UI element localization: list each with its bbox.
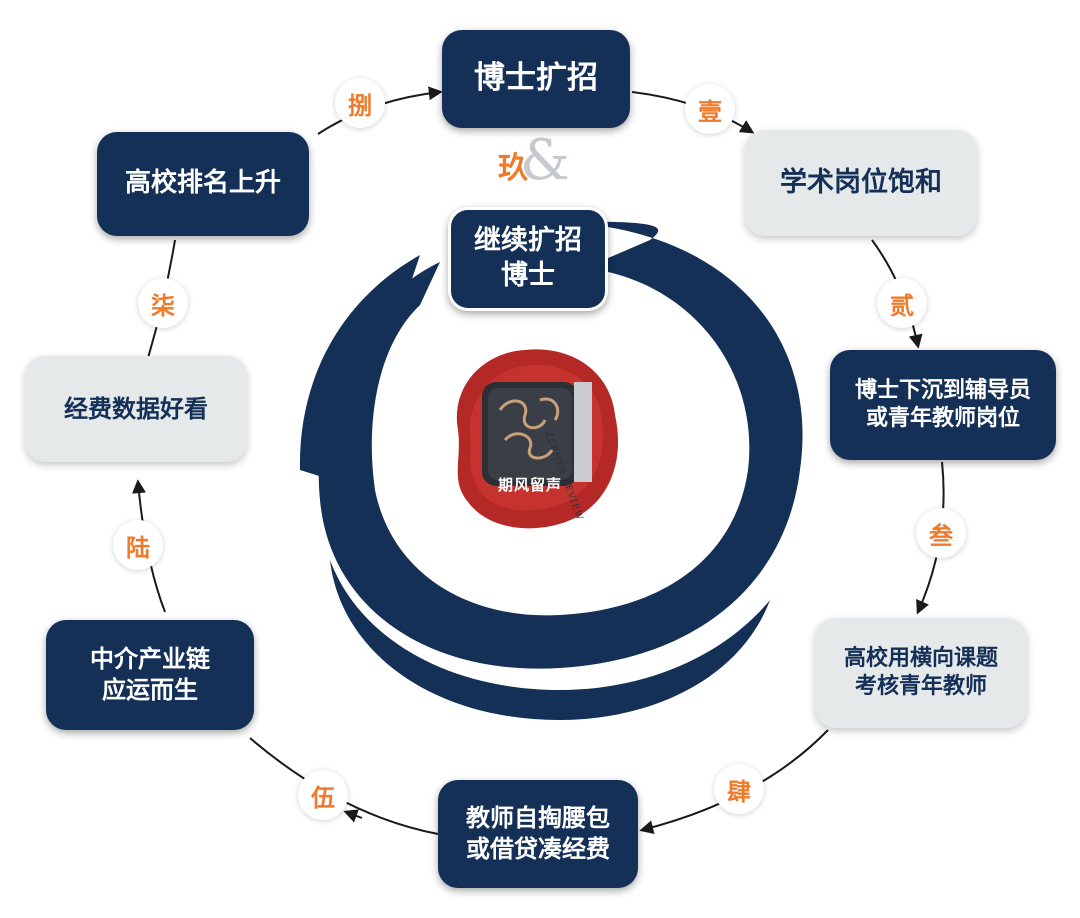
central-swirl [299,221,803,720]
step-marker-5: 伍 [298,770,348,820]
node-intermediary: 中介产业链 应运而生 [46,620,254,730]
node-horizontal-projects: 高校用横向课题 考核青年教师 [815,618,1027,728]
step-marker-2: 贰 [877,278,927,328]
seal-label: 期风留声 [498,476,563,494]
ampersand-decoration: & [520,128,570,193]
step-marker-4: 肆 [714,764,764,814]
node-self-fund: 教师自掏腰包 或借贷凑经费 [438,780,638,888]
step-marker-6: 陆 [113,520,163,570]
node-good-funding-data: 经费数据好看 [25,356,247,462]
wax-seal [456,349,619,529]
step-marker-7: 柒 [138,278,188,328]
node-academic-saturation: 学术岗位饱和 [745,130,977,236]
node-ranking-up: 高校排名上升 [97,132,309,236]
node-continue-expansion: 继续扩招 博士 [448,207,608,311]
step-marker-8: 捌 [335,78,385,128]
step-marker-9: 玖 [498,151,528,186]
connector-selffund-arrow [343,809,363,823]
node-phd-expansion: 博士扩招 [442,30,630,128]
step-marker-3: 叁 [916,508,966,558]
node-sink-to-counselor: 博士下沉到辅导员 或青年教师岗位 [830,350,1056,460]
step-marker-1: 壹 [685,84,735,134]
